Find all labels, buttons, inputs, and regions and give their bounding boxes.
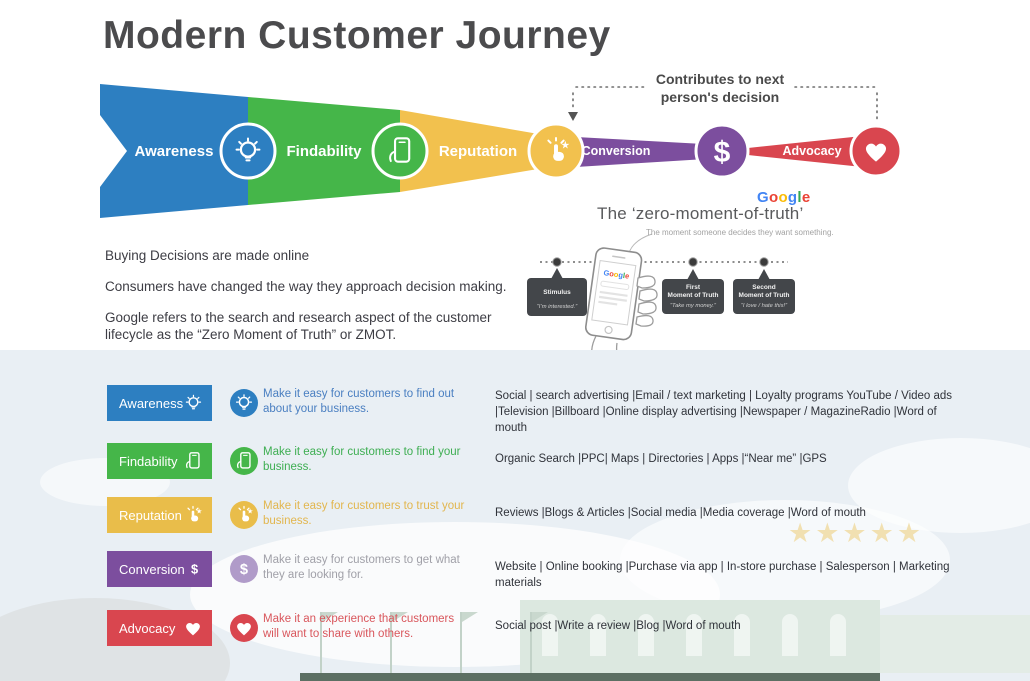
flag [320,612,322,673]
funnel-label-findability: Findability [287,143,363,160]
heart-icon [182,617,204,639]
findability-channels: Organic Search |PPC| Maps | Directories … [495,453,827,465]
reputation-circle [527,122,585,180]
reputation-description: Make it easy for customers to trust your… [263,500,465,527]
svg-text:“Take my money.”: “Take my money.” [670,303,717,309]
funnel-label-awareness: Awareness [135,143,214,160]
contribute-arrowhead [568,112,578,121]
conversion-tag-label: Conversion [119,561,185,577]
stage-row-conversion: Conversion Make it easy for customers to… [0,551,1030,593]
funnel-segment-awareness [100,84,248,218]
reputation-tag: Reputation [107,497,212,533]
conversion-tag: Conversion [107,551,212,587]
conversion-circle-icon [230,555,258,583]
funnel-annotation: Contributes to next person's decision [655,71,785,106]
svg-text:Moment of Truth: Moment of Truth [668,292,719,299]
click-stars-icon [547,136,572,162]
stage-row-advocacy: Advocacy Make it an experience that cust… [0,610,1030,652]
heart-icon [865,143,887,162]
zmot-title: The ‘zero-moment-of-truth’ [597,204,804,223]
rating-stars-watermark: ★★★★★ [788,518,925,548]
phone-in-hand-icon [182,450,204,472]
zmot-node-second-moment: Second Moment of Truth “I love / hate th… [733,269,795,314]
dollar-icon [185,558,204,580]
funnel-segment-reputation [400,110,556,192]
svg-text:“I love / hate this!”: “I love / hate this!” [741,303,788,309]
zmot-subtitle: The moment someone decides they want som… [646,228,834,237]
lightbulb-icon [183,392,204,414]
reputation-tag-label: Reputation [119,507,182,523]
findability-circle-icon [230,447,258,475]
intro-line-1: Buying Decisions are made online [105,248,310,263]
awareness-channels: Social | search advertising |Email / tex… [495,390,953,435]
stage-row-awareness: Awareness Make it easy for customers to … [0,385,1030,434]
google-logo: Google [757,189,811,206]
stage-row-findability: Findability Make it easy for customers t… [0,443,1030,485]
zmot-dots [552,257,769,267]
page-title: Modern Customer Journey [103,14,611,57]
intro-text: Buying Decisions are made online Consume… [105,247,517,357]
awareness-circle [219,122,277,180]
reputation-circle-icon [230,501,258,529]
advocacy-channels: Social post |Write a review |Blog |Word … [495,620,741,632]
hand-fingers [635,275,658,327]
funnel-label-conversion: Conversion [582,144,651,158]
findability-tag-label: Findability [119,453,178,469]
stage-details-section: ★★★★★ Awareness Make it easy for custome… [0,350,1030,681]
flag [530,612,532,673]
lightbulb-icon [235,137,261,162]
click-stars-icon [182,504,204,526]
conversion-description: Make it easy for customers to get what t… [263,554,460,581]
phone-screen-google: Google [603,268,630,281]
conversion-channels: Website | Online booking |Purchase via a… [495,561,950,590]
svg-text:Second: Second [752,284,776,291]
building-base [300,673,880,681]
building-silhouette [520,600,880,673]
funnel-label-advocacy: Advocacy [782,144,841,158]
findability-description: Make it easy for customers to find your … [263,446,461,473]
advocacy-description: Make it an experience that customers wil… [263,613,455,640]
stage-row-reputation: Reputation Make it easy for customers to… [0,497,1030,539]
advocacy-tag: Advocacy [107,610,212,646]
conversion-circle [694,123,750,179]
awareness-tag-label: Awareness [119,395,184,411]
zmot-node-stimulus: Stimulus “I’m interested.” [527,268,587,316]
svg-text:“I’m interested.”: “I’m interested.” [537,304,578,310]
findability-circle [371,122,429,180]
svg-text:First: First [686,284,701,291]
funnel-label-reputation: Reputation [439,143,517,160]
dollar-icon: $ [714,136,731,169]
hand-phone-illustration: Google [584,247,658,350]
flag [390,612,392,673]
awareness-description: Make it easy for customers to find out a… [263,388,455,415]
reputation-channels: Reviews |Blogs & Articles |Social media … [495,507,866,519]
svg-text:Moment of Truth: Moment of Truth [739,292,790,299]
awareness-circle-icon [230,389,258,417]
hand-wrist [591,335,618,350]
intro-line-2: Consumers have changed the way they appr… [105,278,507,294]
awareness-tag: Awareness [107,385,212,421]
zmot-node-first-moment: First Moment of Truth “Take my money.” [662,269,724,314]
advocacy-circle [849,124,903,178]
funnel-segment-advocacy [748,135,872,168]
findability-tag: Findability [107,443,212,479]
funnel-segment-conversion [576,137,722,167]
svg-text:Stimulus: Stimulus [543,289,571,296]
funnel-segment-findability [248,97,400,205]
advocacy-tag-label: Advocacy [119,620,176,636]
intro-line-3: Google refers to the search and research… [105,309,492,343]
flag [460,612,462,673]
phone-in-hand-icon [389,137,411,163]
advocacy-circle-icon [230,614,258,642]
building-silhouette-right [880,615,1030,673]
